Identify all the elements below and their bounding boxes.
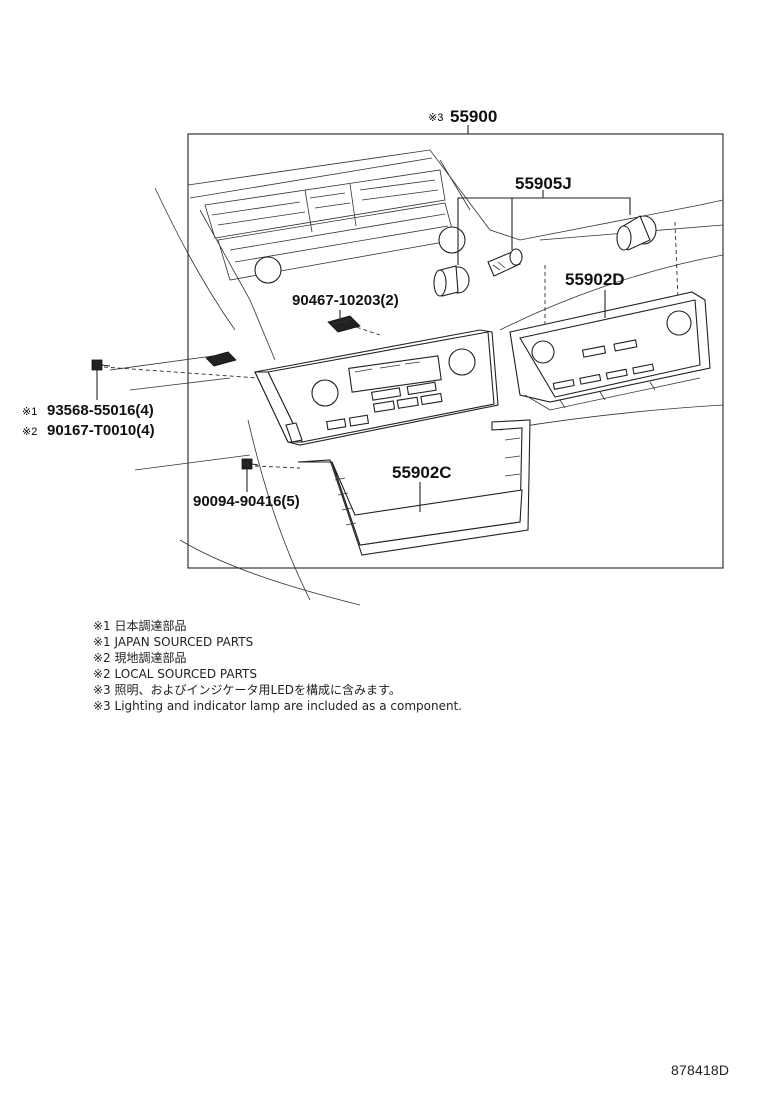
parts-diagram: ※3 55900 55905J 55902D 90467-10203(2) 55… bbox=[22, 107, 724, 606]
center-air-vents bbox=[204, 169, 456, 281]
control-panel-assembly bbox=[254, 329, 499, 446]
side-bracket bbox=[205, 351, 237, 367]
note-line: ※3 照明、およびインジケータ用LEDを構成に含みます。 bbox=[93, 683, 401, 697]
knob-55905j-center bbox=[487, 248, 523, 277]
vent-knob-left bbox=[254, 256, 282, 284]
panel-55902c bbox=[297, 419, 531, 556]
screw-90094 bbox=[241, 458, 259, 470]
knob-55905j-left bbox=[433, 265, 470, 297]
note-line: ※2 LOCAL SOURCED PARTS bbox=[93, 667, 257, 681]
callout-screw-1: 93568-55016(4) bbox=[47, 402, 154, 419]
callout-panel-d: 55902D bbox=[565, 270, 625, 289]
note-line: ※1 JAPAN SOURCED PARTS bbox=[93, 635, 254, 649]
screw-93568 bbox=[91, 359, 111, 371]
callout-screw-3: 90094-90416(5) bbox=[193, 493, 300, 510]
callout-assembly-mark: ※3 bbox=[428, 112, 443, 124]
callout-screw-2-mark: ※2 bbox=[22, 426, 37, 438]
assembly-frame bbox=[187, 133, 724, 569]
note-line: ※3 Lighting and indicator lamp are inclu… bbox=[93, 699, 463, 713]
knob-55905j-right bbox=[616, 215, 657, 251]
note-line: ※2 現地調達部品 bbox=[93, 651, 187, 665]
panel-55902d bbox=[509, 291, 711, 411]
callout-assembly: 55900 bbox=[450, 107, 497, 126]
illustration-id: 878418D bbox=[671, 1062, 730, 1078]
dashboard-outline bbox=[109, 149, 724, 606]
notes-list: ※1 日本調達部品 ※1 JAPAN SOURCED PARTS ※2 現地調達… bbox=[93, 618, 462, 714]
callout-panel-c: 55902C bbox=[392, 463, 452, 482]
clip-90467 bbox=[327, 315, 361, 333]
callout-clip: 90467-10203(2) bbox=[292, 292, 399, 309]
knob-leader bbox=[457, 197, 631, 265]
note-line: ※1 日本調達部品 bbox=[93, 619, 187, 633]
vent-knob-right bbox=[438, 226, 466, 254]
callout-screw-2: 90167-T0010(4) bbox=[47, 422, 155, 439]
callout-screw-1-mark: ※1 bbox=[22, 406, 37, 418]
callout-knob: 55905J bbox=[515, 174, 572, 193]
alignment-guides bbox=[103, 221, 679, 469]
